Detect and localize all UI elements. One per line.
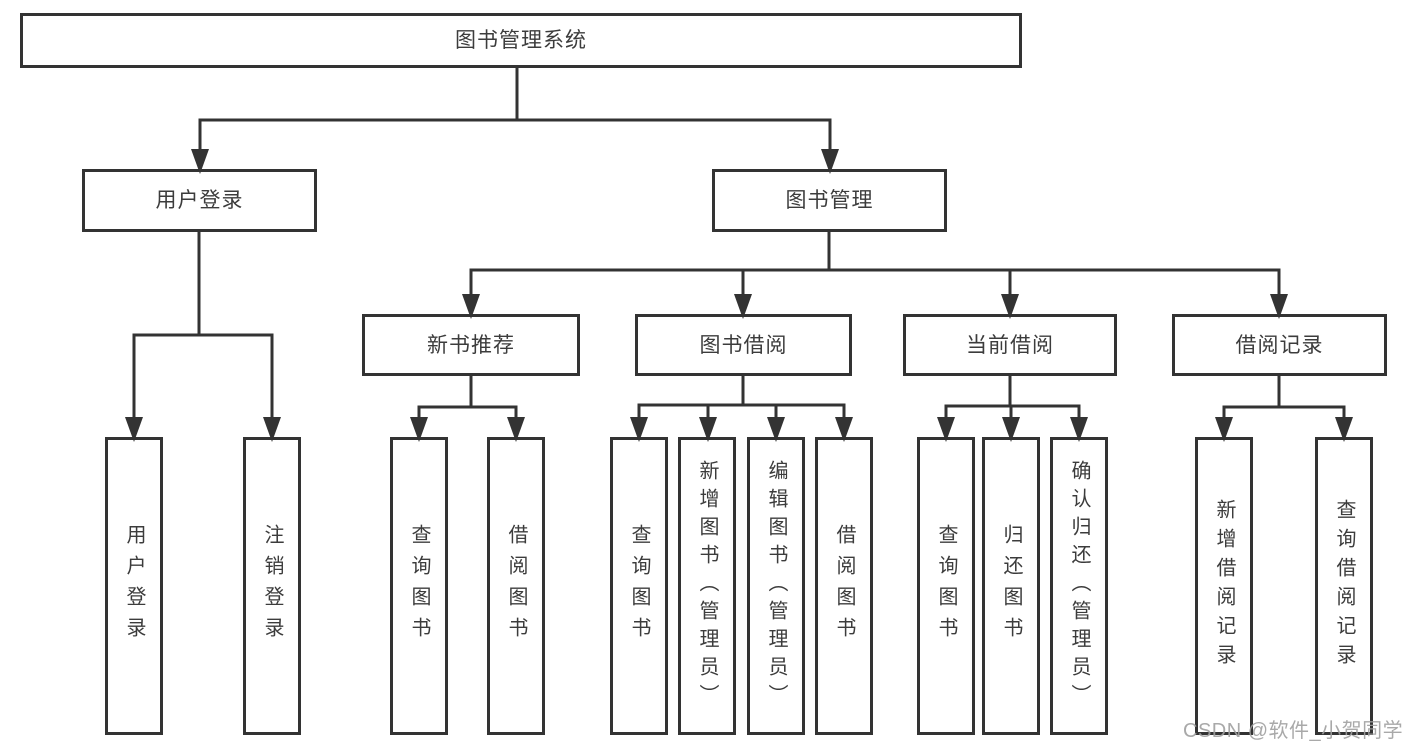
leaf-borrow-books: 借阅图书 [815,437,873,735]
leaf-query-books-borrowing: 查询图书 [610,437,668,735]
csdn-watermark: CSDN @软件_小贺同学 [1183,720,1404,742]
node-book-borrowing: 图书借阅 [635,314,852,376]
node-user-login: 用户登录 [82,169,317,232]
leaf-logout: 注销登录 [243,437,301,735]
leaf-add-books-admin: 新增图书（管理员） [678,437,736,735]
leaf-user-login: 用户登录 [105,437,163,735]
leaf-query-books-recommend: 查询图书 [390,437,448,735]
node-current-borrowing: 当前借阅 [903,314,1117,376]
leaf-return-books: 归还图书 [982,437,1040,735]
leaf-query-borrow-record: 查询借阅记录 [1315,437,1373,735]
leaf-edit-books-admin: 编辑图书（管理员） [747,437,805,735]
node-new-book-recommend: 新书推荐 [362,314,580,376]
node-root-library-management-system: 图书管理系统 [20,13,1022,68]
node-book-management: 图书管理 [712,169,947,232]
leaf-borrow-books-recommend: 借阅图书 [487,437,545,735]
node-borrowing-records: 借阅记录 [1172,314,1387,376]
leaf-add-borrow-record: 新增借阅记录 [1195,437,1253,735]
leaf-query-books-current: 查询图书 [917,437,975,735]
leaf-confirm-return-admin: 确认归还（管理员） [1050,437,1108,735]
